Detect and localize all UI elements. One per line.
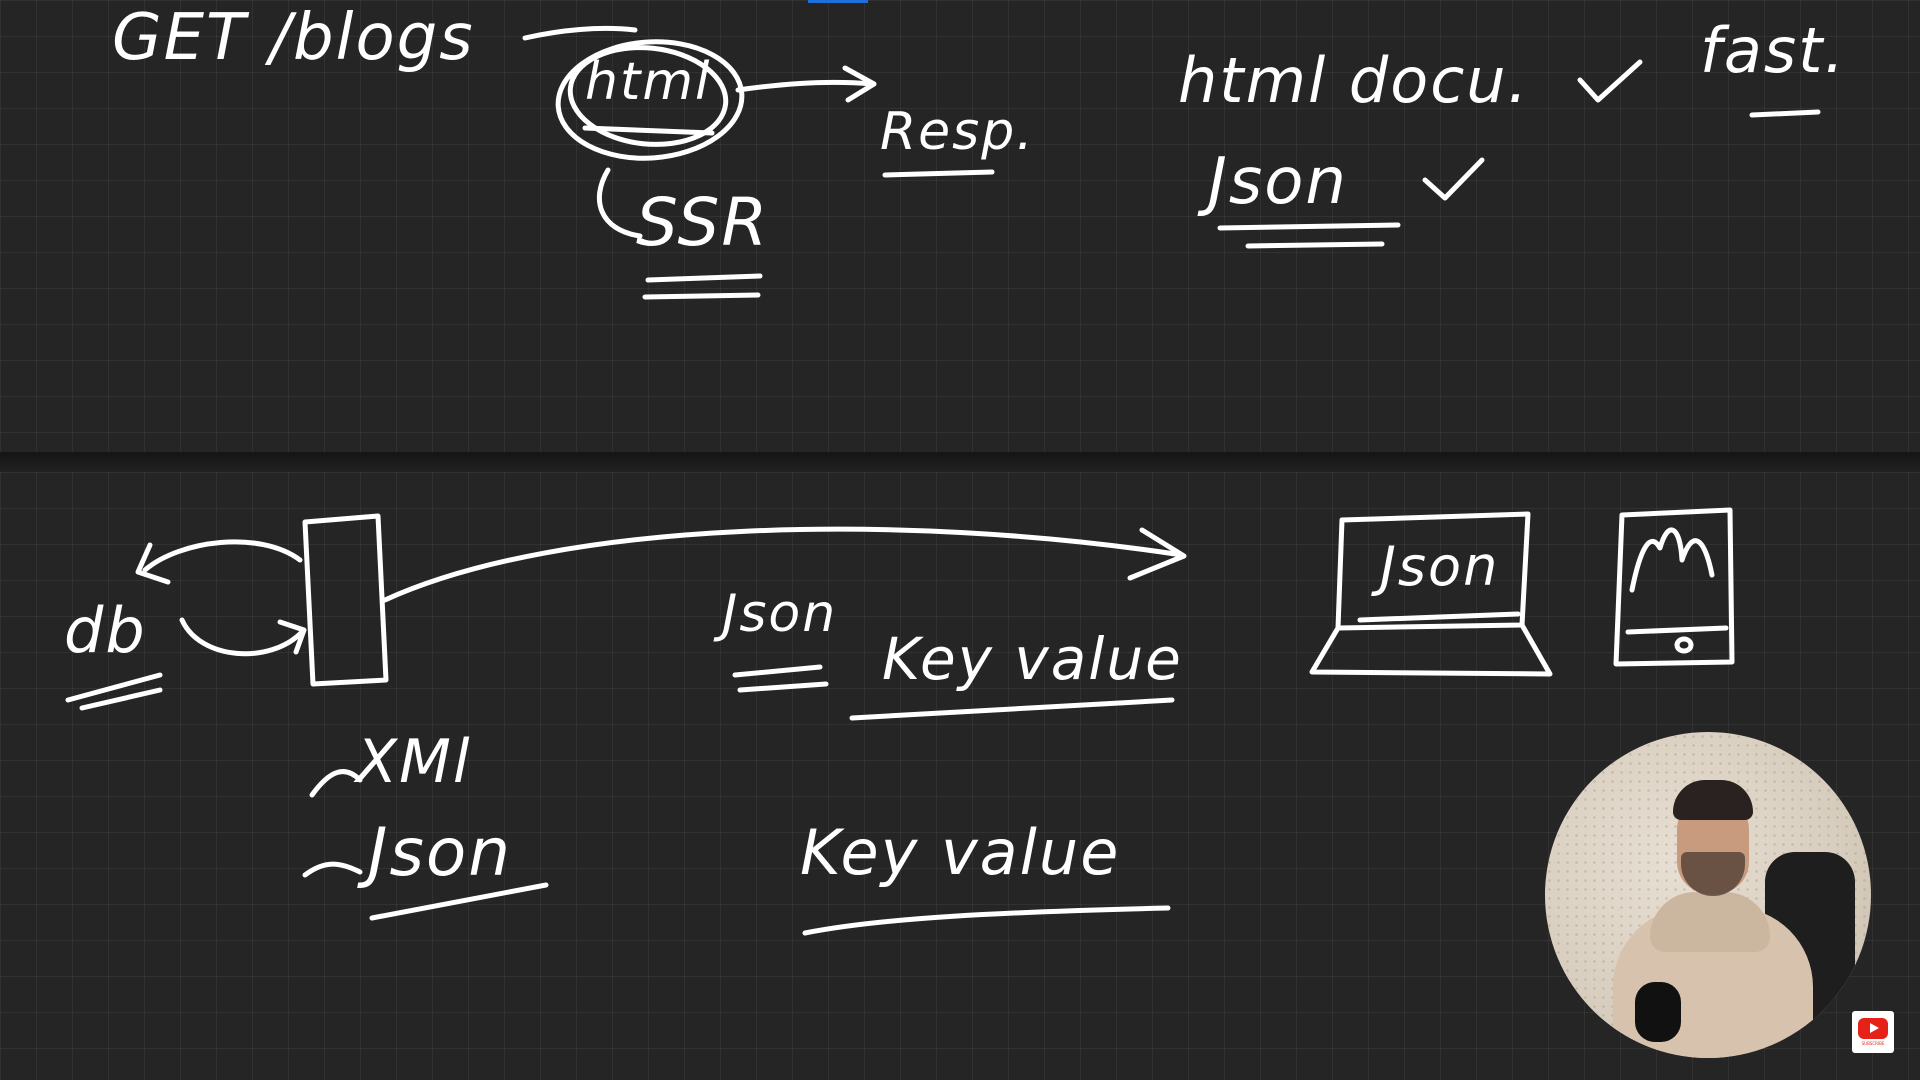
panel-divider [0, 452, 1920, 472]
db-text: db [64, 594, 147, 667]
presenter-webcam [1545, 732, 1871, 1058]
key-value-text-2: Key value [800, 816, 1121, 889]
json-top-text: Json [1208, 145, 1348, 219]
get-blogs-text: GET /blogs [112, 1, 475, 75]
key-value-text-1: Key value [882, 625, 1183, 693]
fast-text: fast. [1700, 14, 1847, 87]
subscribe-label: SUBSCRIBE [1861, 1041, 1885, 1046]
top-accent-bar [808, 0, 868, 3]
html-docu-text: html docu. [1178, 44, 1530, 117]
resp-text: Resp. [880, 102, 1035, 162]
youtube-play-icon [1858, 1018, 1888, 1039]
youtube-subscribe-button[interactable]: SUBSCRIBE [1852, 1011, 1894, 1053]
webcam-hood [1650, 892, 1770, 952]
webcam-microphone [1635, 982, 1681, 1042]
json-mid-text: Json [722, 584, 838, 644]
webcam-hair [1673, 780, 1753, 820]
laptop-json-text: Json [1380, 535, 1500, 598]
tilde-json-text: Json [368, 814, 513, 891]
html-circled-text: html [585, 52, 712, 112]
xml-text: XMl [356, 727, 472, 797]
ssr-text: SSR [636, 184, 770, 261]
